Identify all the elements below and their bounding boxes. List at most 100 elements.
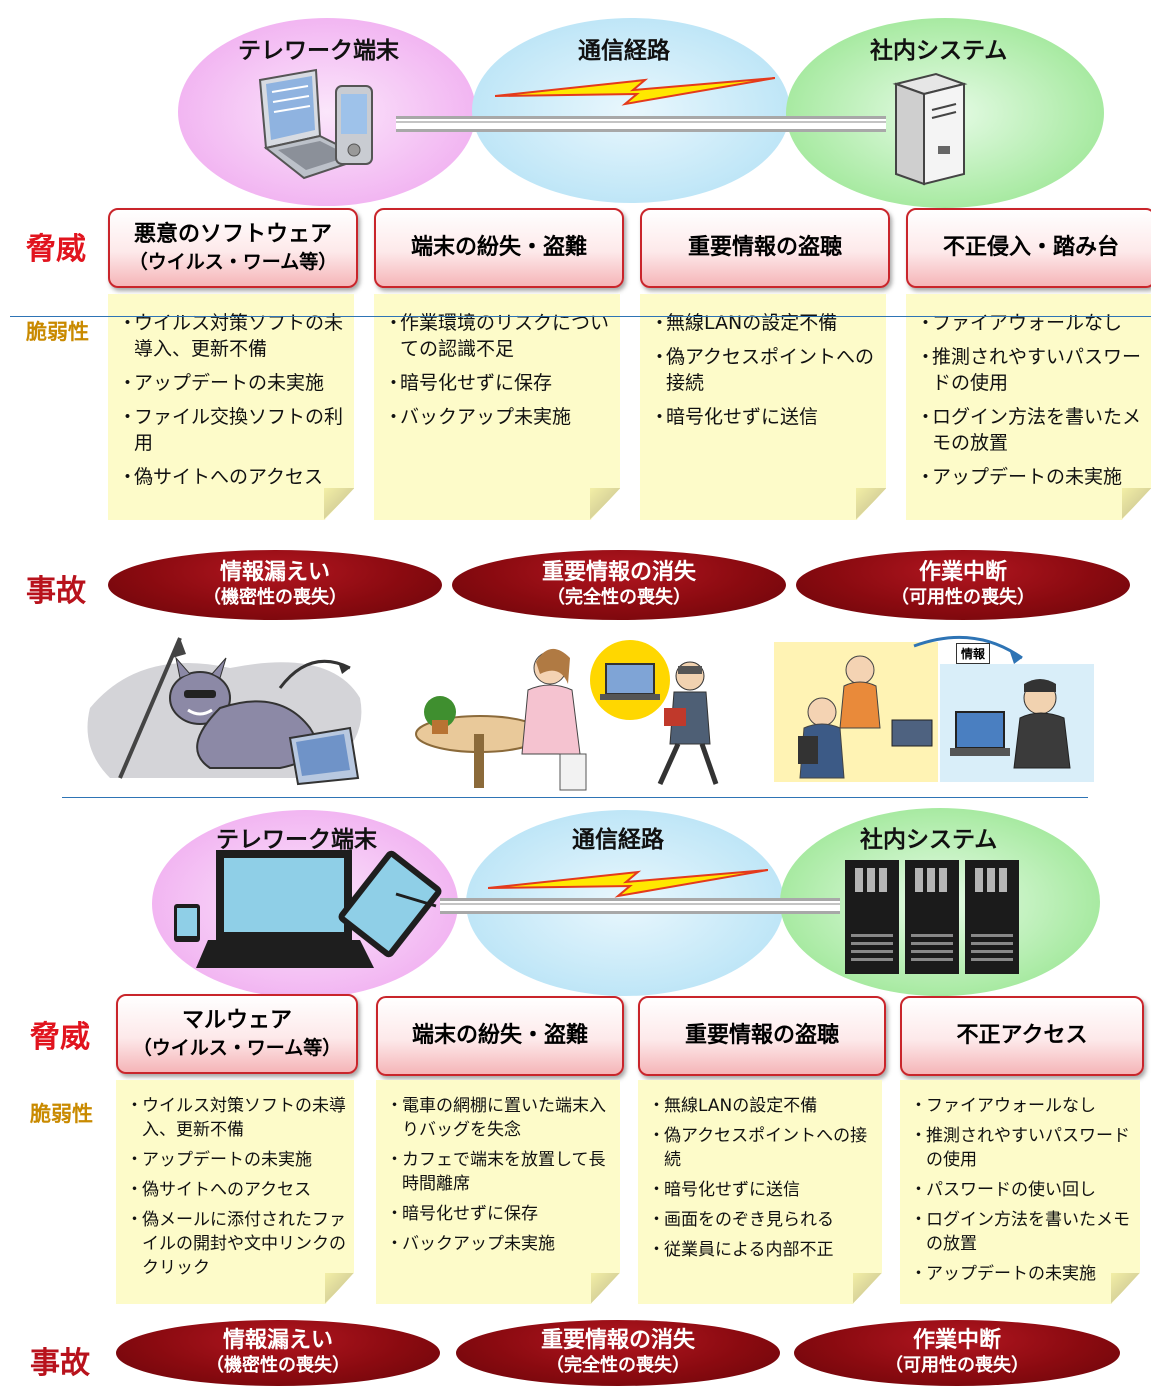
- incident-subtitle: （完全性の喪失）: [547, 587, 691, 608]
- threat-box: 重要情報の盗聴: [640, 208, 890, 288]
- vulnerability-item: ログイン方法を書いたメモの放置: [910, 1208, 1134, 1256]
- incident-label: 事故: [26, 574, 86, 609]
- incident-oval: 作業中断 （可用性の喪失）: [794, 1320, 1120, 1386]
- work-interruption-illustration: [774, 635, 1094, 782]
- threat-box: 端末の紛失・盗難: [376, 996, 624, 1076]
- vulnerability-item: アップデートの未実施: [910, 1262, 1134, 1286]
- vulnerability-note: ウイルス対策ソフトの未導入、更新不備 アップデートの未実施 ファイル交換ソフトの…: [108, 294, 354, 520]
- terminal-zone-title: テレワーク端末: [238, 38, 399, 64]
- incident-subtitle: （可用性の喪失）: [891, 587, 1035, 608]
- note-fold: [852, 1272, 882, 1304]
- system-zone-title: 社内システム: [870, 38, 1008, 64]
- threat-title: 端末の紛失・盗難: [411, 1023, 588, 1048]
- network-zone: [472, 18, 790, 203]
- threat-title: 不正アクセス: [956, 1023, 1088, 1048]
- incident-title: 情報漏えい: [222, 1328, 333, 1353]
- threat-box: 端末の紛失・盗難: [374, 208, 624, 288]
- vulnerability-item: 電車の網棚に置いた端末入りバッグを失念: [386, 1094, 612, 1142]
- vulnerability-label: 脆弱性: [26, 320, 89, 344]
- terminal-zone: [178, 18, 476, 206]
- divider-line: [10, 316, 1151, 317]
- vulnerability-item: 作業環境のリスクについての認識不足: [384, 310, 612, 362]
- vulnerability-item: バックアップ未実施: [386, 1232, 612, 1256]
- vulnerability-item: アップデートの未実施: [916, 464, 1144, 490]
- vulnerability-item: 推測されやすいパスワードの使用: [910, 1124, 1134, 1172]
- vulnerability-item: 画面をのぞき見られる: [648, 1208, 874, 1232]
- vulnerability-item: 偽アクセスポイントへの接続: [650, 344, 878, 396]
- threat-box: 重要情報の盗聴: [638, 996, 886, 1076]
- vulnerability-note: ウイルス対策ソフトの未導入、更新不備 アップデートの未実施 偽サイトへのアクセス…: [116, 1080, 354, 1304]
- note-fold: [590, 1272, 620, 1304]
- vulnerability-item: ウイルス対策ソフトの未導入、更新不備: [118, 310, 346, 362]
- incident-title: 作業中断: [918, 560, 1007, 585]
- threat-box: 不正侵入・踏み台: [906, 208, 1151, 288]
- vulnerability-item: 推測されやすいパスワードの使用: [916, 344, 1144, 396]
- network-zone-title: 通信経路: [578, 38, 670, 64]
- vulnerability-note: ファイアウォールなし 推測されやすいパスワードの使用 パスワードの使い回し ログ…: [900, 1080, 1140, 1304]
- vulnerability-item: 暗号化せずに送信: [650, 404, 878, 430]
- threat-title: 重要情報の盗聴: [687, 235, 842, 260]
- incident-label: 事故: [30, 1346, 90, 1381]
- threat-subtitle: （ウイルス・ワーム等）: [132, 1037, 342, 1059]
- server-rack-icon: [845, 860, 1019, 974]
- vulnerability-item: 偽アクセスポイントへの接続: [648, 1124, 874, 1172]
- vulnerability-note: 作業環境のリスクについての認識不足 暗号化せずに保存 バックアップ未実施: [374, 294, 620, 520]
- vulnerability-item: ログイン方法を書いたメモの放置: [916, 404, 1144, 456]
- incident-title: 情報漏えい: [219, 560, 330, 585]
- info-badge: 情報: [956, 643, 991, 664]
- incident-title: 重要情報の消失: [540, 1328, 695, 1353]
- vulnerability-item: アップデートの未実施: [118, 370, 346, 396]
- terminal-zone-title: テレワーク端末: [216, 827, 377, 853]
- laptop-pda-icon: [258, 68, 373, 180]
- section-divider: [62, 797, 1088, 798]
- vulnerability-item: 従業員による内部不正: [648, 1238, 874, 1262]
- threat-title: 不正侵入・踏み台: [942, 235, 1119, 260]
- system-zone-title: 社内システム: [860, 827, 998, 853]
- incident-subtitle: （機密性の喪失）: [206, 1355, 350, 1376]
- lightning-icon: [495, 77, 775, 106]
- incident-oval: 作業中断 （可用性の喪失）: [796, 550, 1130, 620]
- lost-laptop-cafe-illustration: [415, 640, 719, 791]
- vulnerability-item: ウイルス対策ソフトの未導入、更新不備: [126, 1094, 348, 1142]
- vulnerability-note: 電車の網棚に置いた端末入りバッグを失念 カフェで端末を放置して長時間離席 暗号化…: [376, 1080, 620, 1304]
- incident-oval: 重要情報の消失 （完全性の喪失）: [456, 1320, 780, 1386]
- network-zone-title: 通信経路: [572, 827, 664, 853]
- incident-subtitle: （完全性の喪失）: [546, 1355, 690, 1376]
- threat-label: 脅威: [26, 232, 86, 267]
- vulnerability-item: 無線LANの設定不備: [648, 1094, 874, 1118]
- vulnerability-item: 暗号化せずに保存: [384, 370, 612, 396]
- vulnerability-item: パスワードの使い回し: [910, 1178, 1134, 1202]
- vulnerability-item: アップデートの未実施: [126, 1148, 348, 1172]
- vulnerability-item: ファイアウォールなし: [916, 310, 1144, 336]
- threat-title: マルウェア: [181, 1008, 292, 1033]
- incident-subtitle: （機密性の喪失）: [203, 587, 347, 608]
- threat-box: 不正アクセス: [900, 996, 1144, 1076]
- note-fold: [590, 488, 620, 520]
- vulnerability-label: 脆弱性: [30, 1102, 93, 1126]
- threat-subtitle: （ウイルス・ワーム等）: [128, 251, 338, 273]
- note-fold: [856, 488, 886, 520]
- incident-subtitle: （可用性の喪失）: [885, 1355, 1029, 1376]
- incident-oval: 重要情報の消失 （完全性の喪失）: [452, 550, 786, 620]
- vulnerability-item: 偽メールに添付されたファイルの開封や文中リンクのクリック: [126, 1208, 348, 1280]
- vulnerability-item: ファイアウォールなし: [910, 1094, 1134, 1118]
- vulnerability-item: カフェで端末を放置して長時間離席: [386, 1148, 612, 1196]
- vulnerability-note: ファイアウォールなし 推測されやすいパスワードの使用 ログイン方法を書いたメモの…: [906, 294, 1151, 520]
- vulnerability-item: 暗号化せずに送信: [648, 1178, 874, 1202]
- network-cable: [440, 898, 840, 914]
- threat-title: 重要情報の盗聴: [684, 1023, 839, 1048]
- vulnerability-item: ファイル交換ソフトの利用: [118, 404, 346, 456]
- malware-devil-illustration: [87, 637, 362, 786]
- incident-oval: 情報漏えい （機密性の喪失）: [116, 1320, 440, 1386]
- incident-title: 重要情報の消失: [541, 560, 696, 585]
- network-cable: [396, 116, 886, 132]
- threat-box: 悪意のソフトウェア （ウイルス・ワーム等）: [108, 208, 358, 288]
- vulnerability-item: 暗号化せずに保存: [386, 1202, 612, 1226]
- vulnerability-item: 無線LANの設定不備: [650, 310, 878, 336]
- devices-icon: [174, 850, 442, 968]
- vulnerability-item: バックアップ未実施: [384, 404, 612, 430]
- vulnerability-item: 偽サイトへのアクセス: [126, 1178, 348, 1202]
- vulnerability-note: 無線LANの設定不備 偽アクセスポイントへの接続 暗号化せずに送信 画面をのぞき…: [638, 1080, 882, 1304]
- threat-box: マルウェア （ウイルス・ワーム等）: [116, 994, 358, 1074]
- vulnerability-note: 無線LANの設定不備 偽アクセスポイントへの接続 暗号化せずに送信: [640, 294, 886, 520]
